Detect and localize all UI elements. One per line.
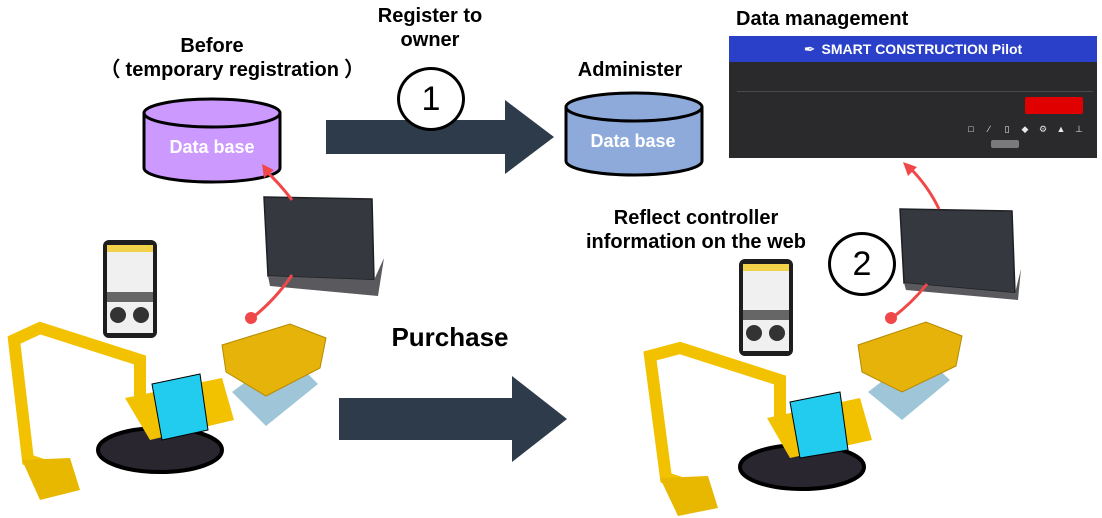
- database-admin-label: Data base: [590, 131, 676, 151]
- gear-icon[interactable]: ◆: [1021, 124, 1029, 134]
- settings-icon[interactable]: ⚙: [1038, 124, 1048, 134]
- tablet-left: [103, 240, 157, 338]
- network-icon[interactable]: ⊥: [1075, 124, 1083, 134]
- warning-icon[interactable]: ▲: [1056, 124, 1066, 134]
- controller-right: [857, 321, 963, 420]
- web-app-title: SMART CONSTRUCTION Pilot: [821, 41, 1023, 57]
- database-admin: [564, 91, 704, 177]
- register-label-line1: Register to: [377, 5, 483, 27]
- connector-left: [245, 164, 294, 324]
- reflect-label-line1: Reflect controller: [613, 207, 779, 229]
- tablet-icon[interactable]: □: [968, 124, 974, 134]
- register-arrow: [326, 100, 554, 174]
- reflect-label: Reflect controller information on the we…: [566, 206, 826, 254]
- connector-right: [885, 162, 941, 324]
- web-management-panel: ✒ SMART CONSTRUCTION Pilot □ ∕ ▯ ◆ ⚙ ▲ ⊥: [729, 36, 1097, 158]
- step-1-badge: 1: [397, 67, 465, 131]
- wrench-icon[interactable]: ∕: [988, 124, 990, 134]
- register-label-line2: owner: [400, 29, 460, 51]
- purchase-label: Purchase: [391, 322, 509, 352]
- excavator-right: [643, 341, 872, 516]
- web-action-button[interactable]: [1025, 97, 1083, 114]
- database-before-label: Data base: [169, 137, 255, 157]
- web-divider: [737, 91, 1093, 92]
- door-icon[interactable]: ▯: [1004, 124, 1010, 134]
- before-label-line1: Before: [180, 35, 244, 57]
- administer-label: Administer: [577, 59, 683, 81]
- web-secondary-button[interactable]: [991, 140, 1019, 148]
- before-label-line2: （ temporary registration ）: [100, 59, 365, 81]
- web-icon-toolbar: □ ∕ ▯ ◆ ⚙ ▲ ⊥: [966, 124, 1084, 135]
- tablet-right: [739, 259, 793, 356]
- web-header: ✒ SMART CONSTRUCTION Pilot: [729, 36, 1097, 62]
- laptop-left: [263, 196, 384, 296]
- laptop-right: [899, 208, 1021, 300]
- reflect-label-line2: information on the web: [586, 231, 806, 253]
- data-management-label: Data management: [736, 8, 909, 30]
- pen-stylus-icon: ✒: [803, 40, 816, 57]
- register-label: Register to owner: [350, 4, 510, 52]
- controller-left: [221, 323, 327, 426]
- database-before: [142, 97, 282, 184]
- purchase-arrow: [339, 376, 567, 462]
- step-2-badge: 2: [828, 232, 896, 296]
- before-label: Before （ temporary registration ）: [100, 34, 365, 82]
- excavator-left: [7, 321, 234, 500]
